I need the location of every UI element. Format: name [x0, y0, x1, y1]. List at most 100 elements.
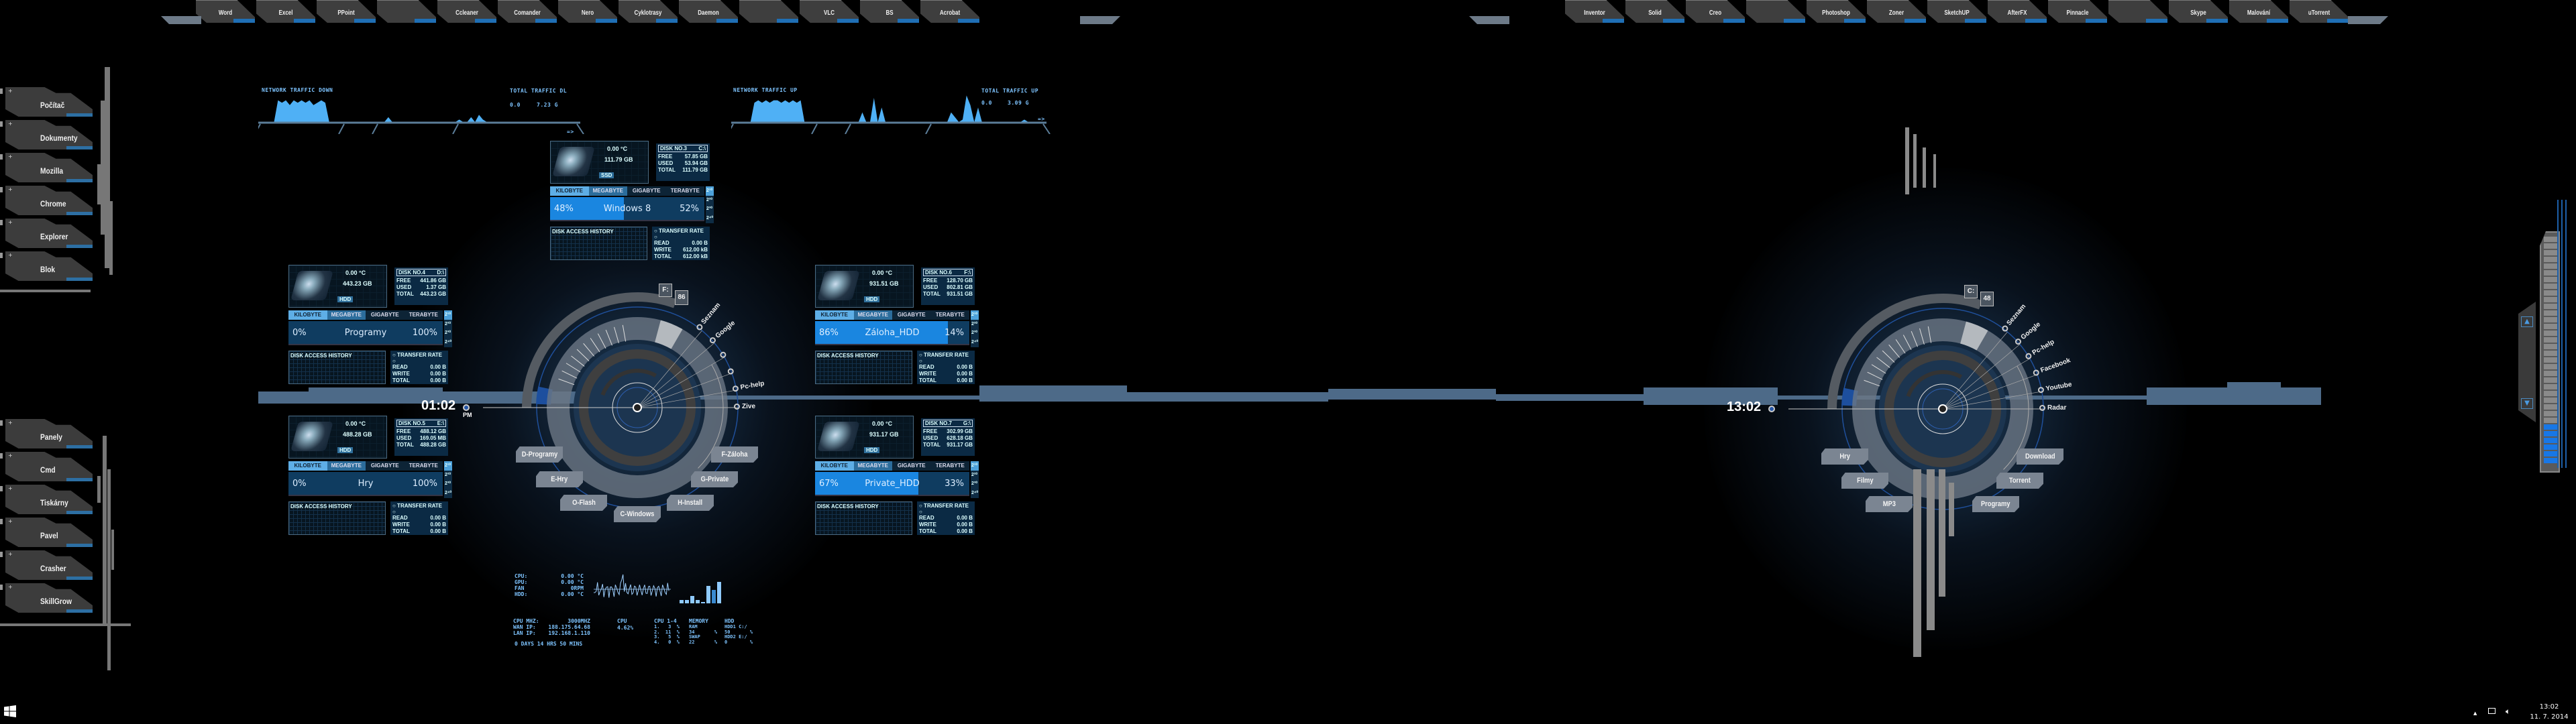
folder-button[interactable]: E-Hry — [536, 471, 583, 487]
unit-tab[interactable]: TERABYTE — [404, 461, 443, 471]
launcher-tab[interactable]: Skype — [2169, 0, 2228, 23]
sidebar-shortcut[interactable]: +Dokumenty — [5, 120, 93, 149]
scroll-up-icon[interactable]: ▲ — [2521, 316, 2533, 327]
tick — [583, 343, 595, 357]
folder-button[interactable]: Download — [2017, 448, 2063, 465]
folder-button[interactable]: Programy — [1972, 496, 2019, 512]
launcher-tab[interactable]: Daemon — [679, 0, 738, 23]
plus-icon[interactable]: + — [8, 551, 13, 557]
folder-button[interactable]: MP3 — [1866, 496, 1913, 512]
exponent-tab[interactable]: 2³⁰ — [971, 481, 978, 486]
sidebar-shortcut[interactable]: +Mozilla — [5, 153, 93, 182]
exponent-tab[interactable]: 2¹⁰ — [971, 461, 979, 471]
exponent-tab[interactable]: 2²⁰ — [706, 197, 713, 202]
plus-icon[interactable]: + — [8, 154, 13, 160]
launcher-tab[interactable]: uTorrent — [2290, 0, 2349, 23]
taskbar-date[interactable]: 11. 7. 2014 — [2530, 713, 2569, 721]
exponent-tab[interactable]: 2⁴⁰ — [445, 339, 452, 345]
web-link[interactable]: Radar — [2039, 404, 2066, 412]
exponent-tab[interactable]: 2³⁰ — [971, 330, 978, 335]
tray-overflow-icon[interactable]: ▲ — [2473, 711, 2477, 716]
unit-tab[interactable]: MEGABYTE — [853, 461, 892, 471]
unit-tab[interactable]: KILOBYTE — [815, 461, 854, 471]
folder-button[interactable]: D-Programy — [516, 446, 563, 463]
launcher-tab[interactable]: Acrobat — [920, 0, 979, 23]
volume-icon[interactable]: 🔈︎ — [2506, 707, 2511, 716]
sidebar-menu-icon[interactable] — [0, 420, 3, 426]
sidebar-menu-icon[interactable] — [0, 519, 3, 524]
folder-button[interactable]: F-Záloha — [711, 446, 758, 463]
folder-button[interactable]: C-Windows — [614, 506, 661, 522]
unit-tab[interactable]: KILOBYTE — [550, 186, 589, 196]
plus-icon[interactable]: + — [8, 252, 13, 258]
unit-tab[interactable]: TERABYTE — [930, 461, 969, 471]
exponent-tab[interactable]: 2²⁰ — [971, 321, 978, 326]
folder-button[interactable]: Hry — [1821, 448, 1868, 465]
plus-icon[interactable]: + — [8, 88, 13, 94]
unit-tab[interactable]: MEGABYTE — [853, 310, 892, 320]
plus-icon[interactable]: + — [8, 452, 13, 459]
unit-tab[interactable]: GIGABYTE — [892, 461, 931, 471]
unit-tab[interactable]: TERABYTE — [665, 186, 704, 196]
clock-knob[interactable] — [1768, 406, 1775, 412]
unit-tab[interactable]: MEGABYTE — [327, 461, 366, 471]
net-up-arrow[interactable]: => — [1038, 116, 1045, 122]
unit-tab[interactable]: GIGABYTE — [627, 186, 666, 196]
exponent-tab[interactable]: 2³⁰ — [706, 206, 713, 211]
windows-start-icon[interactable] — [4, 705, 16, 717]
exponent-tab[interactable]: 2⁴⁰ — [445, 490, 452, 495]
sidebar-menu-icon[interactable] — [0, 154, 3, 160]
exponent-tab[interactable]: 2²⁰ — [445, 472, 451, 477]
exponent-tab[interactable]: 2⁴⁰ — [971, 490, 979, 495]
unit-tab[interactable]: KILOBYTE — [288, 310, 327, 320]
exponent-tab[interactable]: 2⁴⁰ — [971, 339, 979, 345]
sidebar-menu-icon[interactable] — [0, 121, 3, 127]
exponent-tab[interactable]: 2²⁰ — [445, 321, 451, 326]
exponent-tab[interactable]: 2¹⁰ — [706, 186, 714, 196]
web-link[interactable]: Zive — [734, 403, 755, 410]
unit-tab[interactable]: GIGABYTE — [892, 310, 931, 320]
sidebar-menu-icon[interactable] — [0, 88, 3, 94]
sidebar-menu-icon[interactable] — [0, 552, 3, 557]
network-icon[interactable] — [2488, 708, 2496, 714]
exponent-tab[interactable]: 2³⁰ — [445, 330, 451, 335]
unit-tab[interactable]: KILOBYTE — [815, 310, 854, 320]
sidebar-menu-icon[interactable] — [0, 486, 3, 491]
plus-icon[interactable]: + — [8, 485, 13, 491]
net-down-arrow[interactable]: => — [567, 129, 574, 135]
exponent-tab[interactable]: 2²⁰ — [971, 472, 978, 477]
taskbar-time[interactable]: 13:02 — [2539, 703, 2559, 711]
folder-button[interactable]: O-Flash — [560, 495, 607, 511]
sidebar-menu-icon[interactable] — [0, 253, 3, 258]
exponent-tab[interactable]: 2³⁰ — [445, 481, 451, 486]
plus-icon[interactable]: + — [8, 219, 13, 225]
folder-button[interactable]: Torrent — [1996, 473, 2043, 489]
scroll-down-icon[interactable]: ▼ — [2521, 398, 2533, 409]
sidebar-menu-icon[interactable] — [0, 453, 3, 459]
plus-icon[interactable]: + — [8, 186, 13, 192]
plus-icon[interactable]: + — [8, 584, 13, 590]
unit-tab[interactable]: MEGABYTE — [588, 186, 627, 196]
sidebar-menu-icon[interactable] — [0, 187, 3, 192]
sidebar-shortcut[interactable]: +Tiskárny — [5, 485, 93, 514]
unit-tab[interactable]: TERABYTE — [930, 310, 969, 320]
sidebar-shortcut[interactable]: +Chrome — [5, 186, 93, 215]
unit-tab[interactable]: KILOBYTE — [288, 461, 327, 471]
folder-button[interactable]: Filmy — [1841, 473, 1888, 489]
unit-tab[interactable]: GIGABYTE — [366, 310, 405, 320]
sidebar-menu-icon[interactable] — [0, 220, 3, 225]
exponent-tab[interactable]: 2¹⁰ — [444, 310, 452, 320]
exponent-tab[interactable]: 2¹⁰ — [971, 310, 979, 320]
unit-tab[interactable]: GIGABYTE — [366, 461, 405, 471]
unit-tab[interactable]: TERABYTE — [404, 310, 443, 320]
plus-icon[interactable]: + — [8, 518, 13, 524]
folder-button[interactable]: H-Install — [667, 495, 714, 511]
exponent-tab[interactable]: 2¹⁰ — [444, 461, 452, 471]
folder-button[interactable]: G-Private — [691, 471, 738, 487]
sidebar-menu-icon[interactable] — [0, 585, 3, 590]
exponent-tab[interactable]: 2⁴⁰ — [706, 215, 714, 221]
clock-knob[interactable] — [463, 404, 470, 411]
unit-tab[interactable]: MEGABYTE — [327, 310, 366, 320]
plus-icon[interactable]: + — [8, 121, 13, 127]
plus-icon[interactable]: + — [8, 420, 13, 426]
